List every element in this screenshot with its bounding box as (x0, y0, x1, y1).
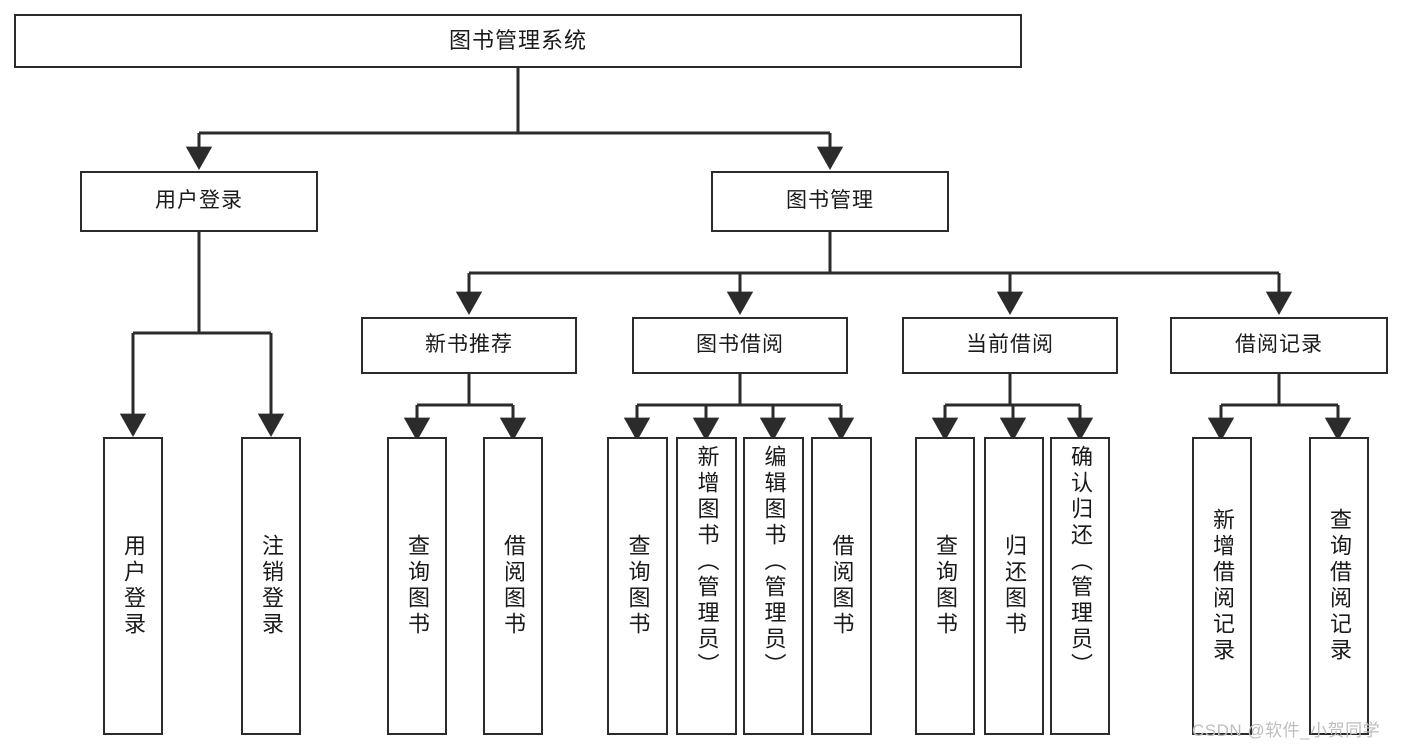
leaf-borrow-edit-book-admin[interactable]: 编辑图书（管理员） (743, 437, 804, 735)
node-label: 新增借阅记录 (1210, 508, 1235, 664)
leaf-borrow-add-book-admin[interactable]: 新增图书（管理员） (676, 437, 737, 735)
leaf-record-query-record[interactable]: 查询借阅记录 (1309, 437, 1369, 735)
leaf-borrow-borrow-book[interactable]: 借阅图书 (811, 437, 872, 735)
leaf-user-login-signout[interactable]: 注销登录 (241, 437, 301, 735)
node-label: 借阅图书 (501, 534, 526, 638)
node-root-system[interactable]: 图书管理系统 (14, 14, 1022, 68)
node-label: 借阅图书 (829, 534, 855, 638)
leaf-record-add-record[interactable]: 新增借阅记录 (1192, 437, 1252, 735)
node-borrow-record[interactable]: 借阅记录 (1170, 317, 1388, 374)
leaf-current-query-book[interactable]: 查询图书 (915, 437, 975, 735)
node-label: 新书推荐 (425, 333, 513, 357)
node-label: 图书管理 (786, 189, 874, 213)
node-label: 编辑图书（管理员） (761, 445, 787, 679)
node-label: 查询图书 (625, 534, 651, 638)
node-label: 确认归还（管理员） (1068, 445, 1093, 679)
node-current-borrow[interactable]: 当前借阅 (902, 317, 1118, 374)
node-label: 查询图书 (933, 534, 958, 638)
node-label: 当前借阅 (966, 333, 1054, 357)
node-new-book-recommend[interactable]: 新书推荐 (361, 317, 577, 374)
leaf-new-book-borrow[interactable]: 借阅图书 (483, 437, 543, 735)
node-label: 图书借阅 (696, 333, 784, 357)
leaf-current-confirm-return-admin[interactable]: 确认归还（管理员） (1050, 437, 1110, 735)
leaf-borrow-query-book[interactable]: 查询图书 (607, 437, 668, 735)
node-label: 图书管理系统 (448, 28, 587, 54)
leaf-user-login-signin[interactable]: 用户登录 (103, 437, 163, 735)
node-label: 借阅记录 (1235, 333, 1323, 357)
node-label: 用户登录 (155, 189, 243, 213)
leaf-new-book-query[interactable]: 查询图书 (387, 437, 447, 735)
watermark-csdn: CSDN @软件_小贺同学 (1192, 721, 1381, 740)
node-label: 查询借阅记录 (1327, 508, 1352, 664)
node-book-borrow[interactable]: 图书借阅 (632, 317, 848, 374)
node-label: 归还图书 (1002, 534, 1027, 638)
node-user-login[interactable]: 用户登录 (80, 171, 318, 232)
node-label: 新增图书（管理员） (694, 445, 720, 679)
node-book-management[interactable]: 图书管理 (711, 171, 949, 232)
node-label: 注销登录 (259, 534, 284, 638)
leaf-current-return-book[interactable]: 归还图书 (984, 437, 1044, 735)
node-label: 用户登录 (121, 534, 146, 638)
node-label: 查询图书 (405, 534, 430, 638)
